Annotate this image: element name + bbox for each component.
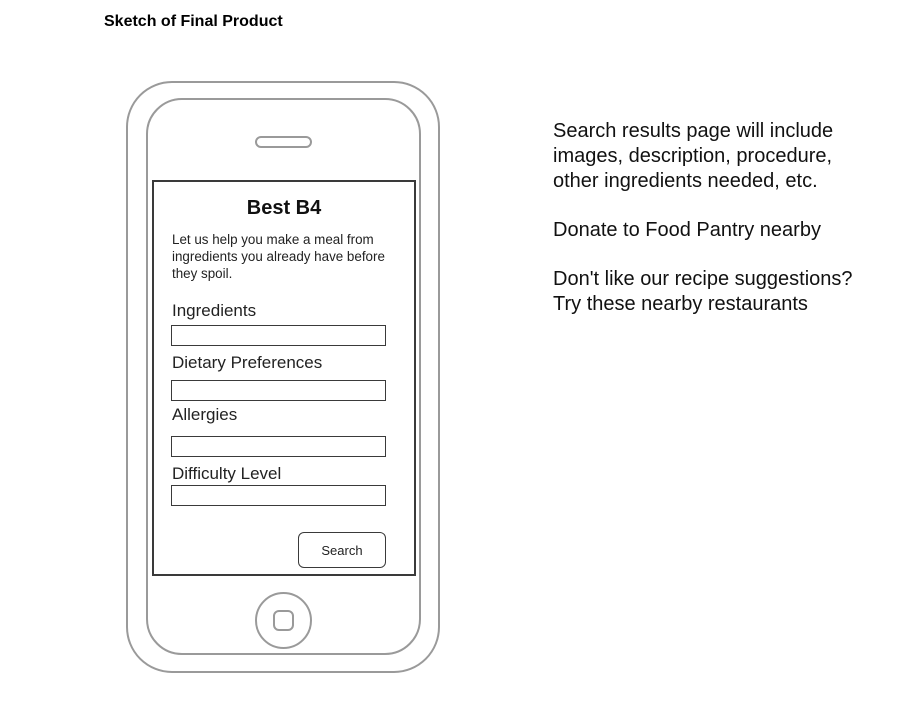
note-restaurants: Don't like our recipe suggestions? Try t… bbox=[553, 268, 853, 315]
ingredients-input[interactable] bbox=[171, 325, 386, 346]
speaker-grille-icon bbox=[255, 136, 312, 148]
annotation-notes: Search results page will include images,… bbox=[553, 119, 853, 341]
dietary-preferences-label: Dietary Preferences bbox=[172, 353, 323, 372]
allergies-input[interactable] bbox=[171, 436, 386, 457]
app-intro-text: Let us help you make a meal from ingredi… bbox=[172, 232, 385, 281]
allergies-label: Allergies bbox=[172, 405, 238, 424]
phone-screen bbox=[152, 180, 416, 576]
difficulty-level-input[interactable] bbox=[171, 485, 386, 506]
home-button-icon[interactable] bbox=[255, 592, 312, 649]
dietary-preferences-input[interactable] bbox=[171, 380, 386, 401]
document-title: Sketch of Final Product bbox=[104, 13, 283, 30]
app-title: Best B4 bbox=[246, 197, 322, 219]
search-button[interactable]: Search bbox=[298, 532, 386, 568]
difficulty-level-label: Difficulty Level bbox=[172, 464, 282, 483]
ingredients-label: Ingredients bbox=[172, 301, 257, 320]
home-square-icon bbox=[273, 610, 294, 631]
note-search-results: Search results page will include images,… bbox=[553, 120, 834, 192]
note-donate: Donate to Food Pantry nearby bbox=[553, 219, 821, 241]
